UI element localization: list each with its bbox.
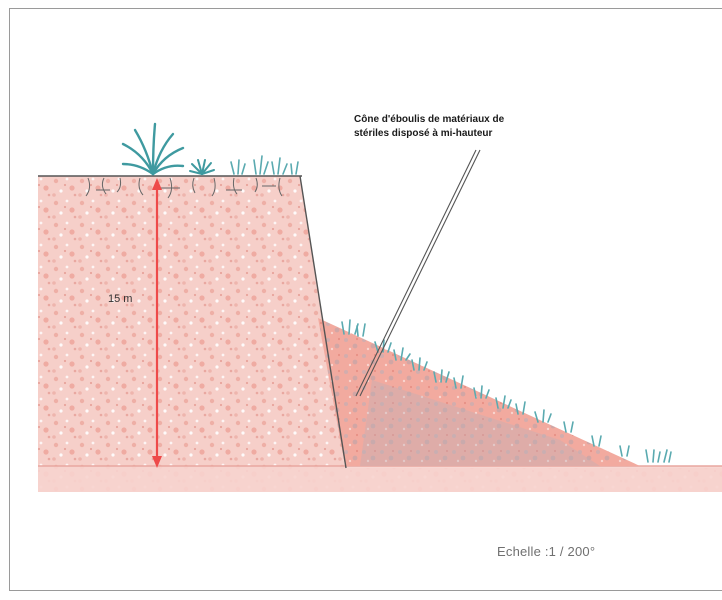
rock-mass — [38, 176, 722, 492]
callout-line-2: stériles disposé à mi-hauteur — [354, 128, 493, 139]
palm-plant-icon — [121, 122, 185, 176]
shrub-icon — [189, 159, 215, 175]
scree-cone-gray-core — [360, 380, 600, 466]
root-icon — [85, 177, 283, 199]
callout-line-1: Cône d'éboulis de matériaux de — [354, 114, 505, 125]
callout-leader-line — [355, 149, 481, 397]
grass-tuft-icon — [230, 155, 299, 175]
ground-strip — [38, 466, 722, 492]
arrow-icon — [152, 178, 162, 468]
scree-cone — [318, 318, 640, 466]
scree-cone-callout: Cône d'éboulis de matériaux de stériles … — [354, 113, 504, 141]
scale-label: Echelle :1 / 200° — [497, 544, 596, 559]
grass-tuft-icon — [341, 319, 672, 463]
cliff-face — [299, 175, 347, 469]
height-label: 15 m — [108, 293, 133, 305]
